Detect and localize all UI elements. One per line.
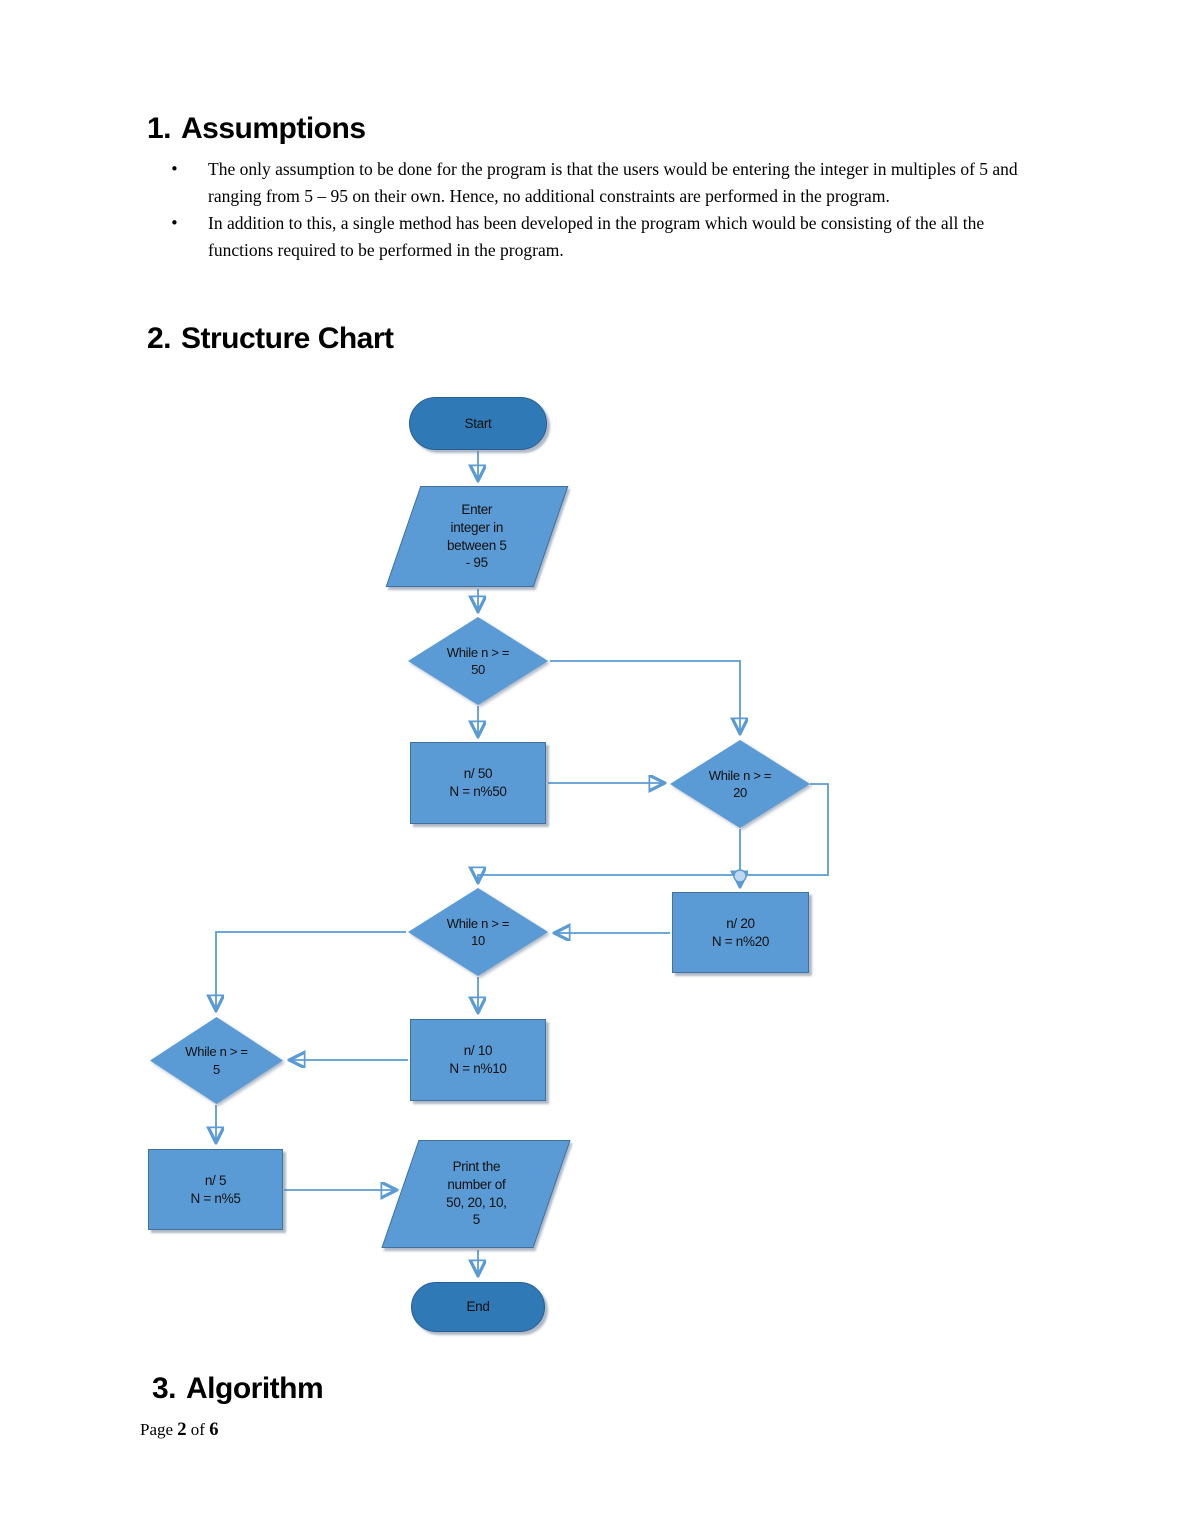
assumptions-list: • The only assumption to be done for the… [170, 156, 1032, 264]
flow-node-div5: n/ 5 N = n%5 [148, 1149, 283, 1230]
flow-node-label: Start [464, 415, 492, 431]
heading-text: Structure Chart [181, 322, 394, 355]
bullet-marker: • [170, 160, 179, 178]
heading-number: 3. [152, 1372, 177, 1405]
diamond-shape: While n > = 20 [670, 740, 810, 828]
flow-node-label: Print the number of 50, 20, 10, 5 [445, 1159, 507, 1228]
flow-node-label: Enter integer in between 5 - 95 [447, 501, 507, 571]
flow-node-while20: While n > = 20 [670, 740, 810, 828]
flow-node-end: End [411, 1282, 545, 1332]
footer-total-pages: 6 [209, 1420, 219, 1440]
page-footer: Page 2 of 6 [140, 1420, 218, 1441]
connector-while50-while20 [550, 660, 740, 732]
bullet-text: The only assumption to be done for the p… [208, 159, 1018, 206]
flow-node-label: n/ 5 N = n%5 [190, 1172, 241, 1206]
heading-assumptions: 1. Assumptions [147, 112, 366, 146]
flow-node-label: While n > = 20 [708, 767, 772, 800]
flow-node-label: While n > = 10 [446, 915, 510, 948]
footer-current-page: 2 [177, 1420, 187, 1440]
flow-node-label: n/ 10 N = n%10 [449, 1043, 507, 1076]
list-item: • In addition to this, a single method h… [170, 210, 1032, 263]
heading-text: Assumptions [181, 112, 366, 145]
diamond-shape: While n > = 5 [150, 1017, 283, 1104]
flow-node-label: n/ 50 N = n%50 [449, 766, 507, 799]
flow-node-while5: While n > = 5 [150, 1017, 283, 1104]
connector-crossing-hop [733, 869, 747, 883]
bullet-marker: • [170, 214, 179, 232]
bullet-text: In addition to this, a single method has… [208, 213, 985, 260]
footer-of: of [186, 1420, 210, 1439]
heading-number: 1. [147, 112, 172, 145]
heading-structure-chart: 2. Structure Chart [147, 322, 394, 356]
flow-node-div20: n/ 20 N = n%20 [672, 892, 809, 973]
flow-node-start: Start [409, 397, 547, 450]
flow-node-label: End [466, 1299, 490, 1315]
flow-node-while50: While n > = 50 [408, 617, 548, 705]
flow-node-while10: While n > = 10 [408, 888, 548, 976]
connector-while10-while5 [216, 931, 406, 1009]
flow-node-div10: n/ 10 N = n%10 [410, 1019, 546, 1101]
footer-label: Page [140, 1420, 178, 1439]
diamond-shape: While n > = 10 [408, 888, 548, 976]
list-item: • The only assumption to be done for the… [170, 156, 1032, 209]
connector-while20-while10 [478, 783, 829, 881]
heading-number: 2. [147, 322, 172, 355]
flow-node-div50: n/ 50 N = n%50 [410, 742, 546, 824]
flow-node-label: While n > = 50 [446, 644, 510, 677]
heading-algorithm: 3. Algorithm [152, 1372, 324, 1406]
flow-node-label: While n > = 5 [185, 1044, 248, 1077]
diamond-shape: While n > = 50 [408, 617, 548, 705]
heading-text: Algorithm [186, 1372, 324, 1405]
flow-node-label: n/ 20 N = n%20 [711, 915, 770, 949]
